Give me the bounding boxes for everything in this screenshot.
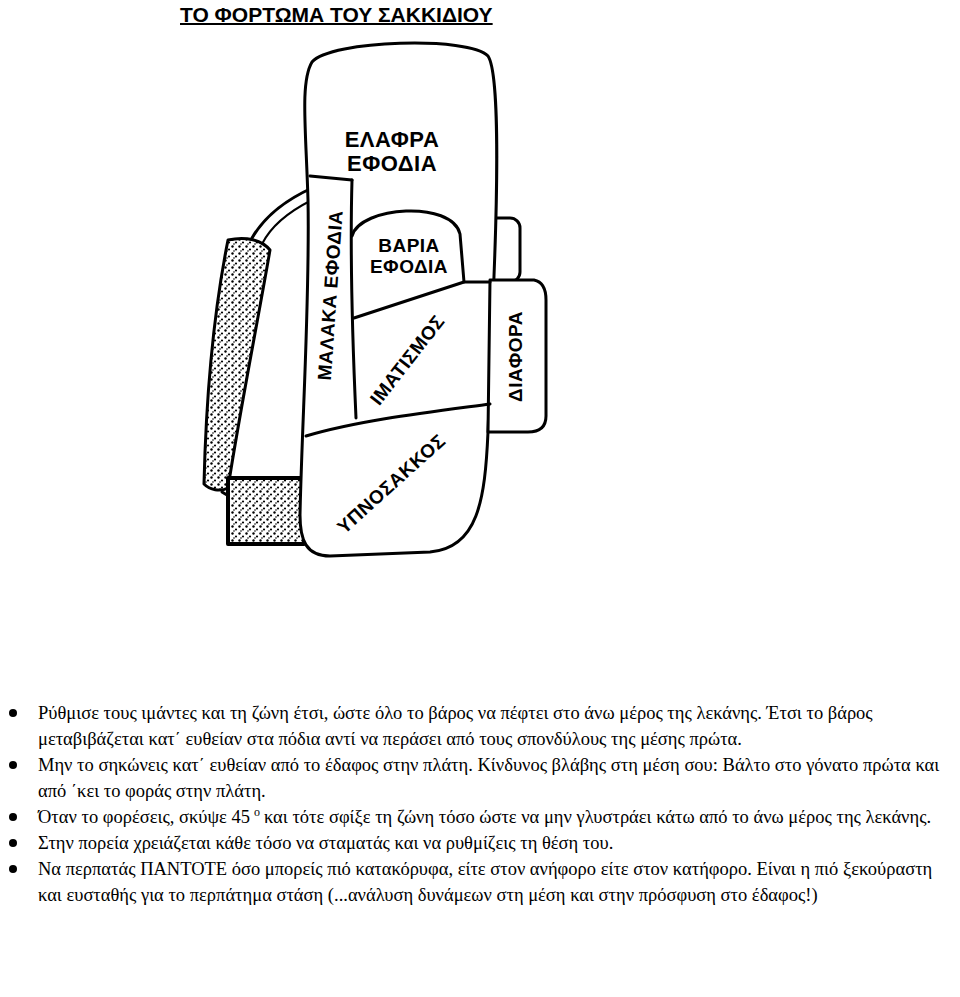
compartment-label: ΒΑΡΙΑ ΕΦΟΔΙΑ bbox=[359, 236, 459, 278]
bullet-item: Όταν το φορέσεις, σκύψε 45 ο και τότε σφίξ… bbox=[38, 804, 953, 830]
side-pocket bbox=[488, 280, 546, 432]
bullet-dot bbox=[9, 865, 17, 873]
notes-list: Ρύθμισε τους ιμάντες και τη ζώνη έτσι, ώ… bbox=[38, 700, 953, 908]
bullet-dot bbox=[9, 839, 17, 847]
note-text: Όταν το φορέσεις, σκύψε 45 bbox=[38, 807, 250, 827]
bullet-item: Μην το σηκώνεις κατ΄ ευθείαν από το έδαφ… bbox=[38, 752, 953, 804]
bullet-dot bbox=[9, 761, 17, 769]
bullet-dot bbox=[9, 709, 17, 717]
note-text: Στην πορεία χρειάζεται κάθε τόσο να σταμ… bbox=[38, 833, 613, 853]
note-text: Να περπατάς ΠΑΝΤΟΤΕ όσο μπορείς πιό κατα… bbox=[38, 859, 932, 905]
compartment-text: ΔΙΑΦΟΡΑ bbox=[506, 310, 527, 401]
compartment-text: ΒΑΡΙΑ ΕΦΟΔΙΑ bbox=[370, 235, 448, 277]
frame-line bbox=[262, 200, 312, 244]
note-text: Ρύθμισε τους ιμάντες και τη ζώνη έτσι, ώ… bbox=[38, 703, 873, 749]
compartment-label: ΔΙΑΦΟΡΑ bbox=[507, 310, 528, 401]
bullet-item: Στην πορεία χρειάζεται κάθε τόσο να σταμ… bbox=[38, 830, 953, 856]
shoulder-pad bbox=[204, 238, 270, 490]
bullet-dot bbox=[9, 813, 17, 821]
title: ΤΟ ΦΟΡΤΩΜΑ ΤΟΥ ΣΑΚΚΙΔΙΟΥ bbox=[180, 3, 493, 27]
bullet-item: Να περπατάς ΠΑΝΤΟΤΕ όσο μπορείς πιό κατα… bbox=[38, 856, 953, 908]
note-text: και τότε σφίξε τη ζώνη τόσο ώστε να μην … bbox=[264, 807, 931, 827]
divider bbox=[306, 404, 490, 436]
compartment-text: ΕΛΑΦΡΑ ΕΦΟΔΙΑ bbox=[345, 127, 440, 176]
hip-belt bbox=[228, 478, 304, 544]
divider bbox=[352, 211, 464, 282]
degree-mark: ο bbox=[254, 805, 260, 819]
frame-line bbox=[252, 188, 312, 238]
note-text: Μην το σηκώνεις κατ΄ ευθείαν από το έδαφ… bbox=[38, 755, 939, 801]
divider bbox=[310, 176, 352, 180]
divider bbox=[351, 180, 356, 418]
compartment-label: ΕΛΑΦΡΑ ΕΦΟΔΙΑ bbox=[327, 128, 457, 176]
divider bbox=[354, 282, 490, 318]
backpack-body bbox=[300, 43, 497, 556]
bullet-item: Ρύθμισε τους ιμάντες και τη ζώνη έτσι, ώ… bbox=[38, 700, 953, 752]
